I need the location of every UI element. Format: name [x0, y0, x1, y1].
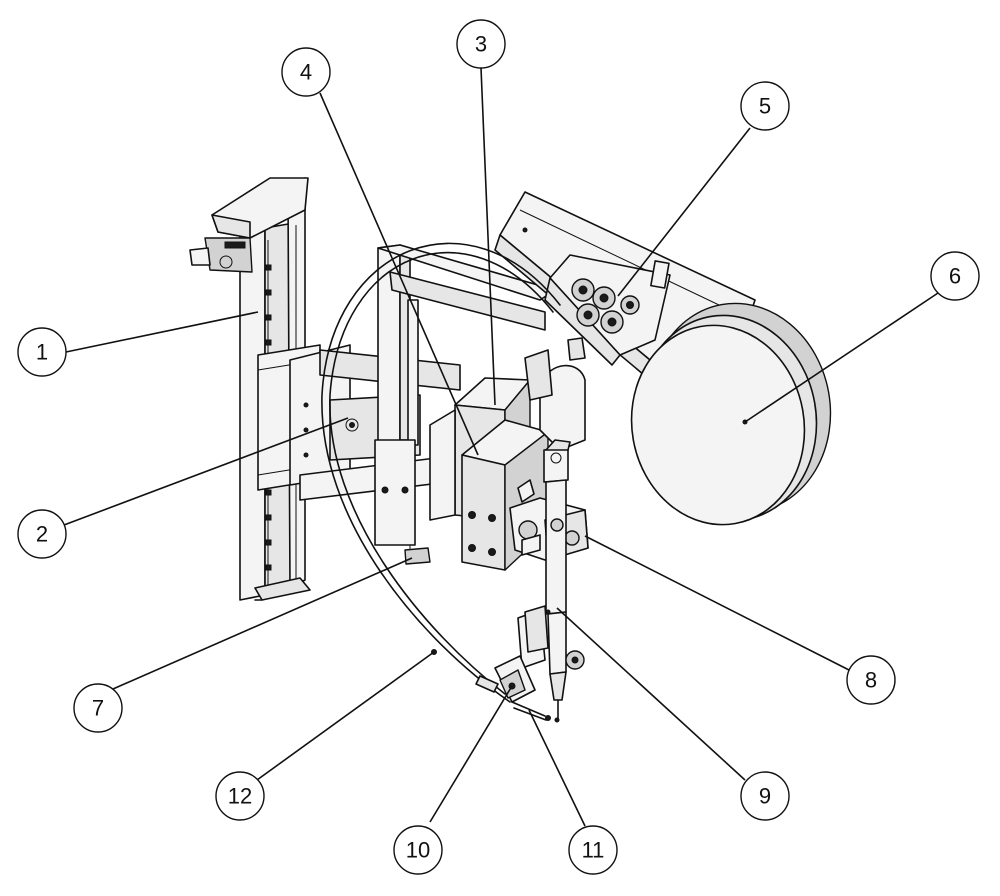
- wire-feeder-rollers: [544, 254, 671, 366]
- wire-conduit: [321, 242, 561, 703]
- leader-6: [744, 292, 939, 423]
- leader-3: [480, 67, 496, 406]
- callout-8: 8: [846, 655, 896, 705]
- leader-12: [256, 651, 435, 781]
- leader-10: [429, 685, 513, 823]
- leader-2: [63, 417, 349, 526]
- callout-7: 7: [73, 683, 123, 733]
- leader-lines: [63, 67, 939, 827]
- callout-3: 3: [456, 19, 506, 69]
- wire-spool: [630, 302, 832, 526]
- leader-7: [112, 557, 413, 690]
- gantry-frame: [374, 244, 556, 565]
- callout-1: 1: [17, 327, 67, 377]
- torch-support-plate: [524, 349, 586, 451]
- leader-11: [528, 709, 586, 827]
- callout-5: 5: [740, 81, 790, 131]
- callout-11: 11: [568, 825, 618, 875]
- leader-8: [584, 535, 850, 671]
- callout-2: 2: [17, 509, 67, 559]
- callout-number: 3: [475, 32, 487, 57]
- leader-5: [617, 127, 751, 297]
- leader-1: [65, 311, 259, 353]
- callout-number: 6: [949, 264, 961, 289]
- leader-4: [319, 92, 479, 456]
- callout-9: 9: [740, 771, 790, 821]
- callout-number: 4: [300, 60, 312, 85]
- callout-number: 7: [92, 696, 104, 721]
- callout-4: 4: [281, 47, 331, 97]
- callout-10: 10: [393, 825, 443, 875]
- callout-number: 1: [36, 340, 48, 365]
- leader-9: [556, 607, 746, 781]
- callout-6: 6: [930, 251, 980, 301]
- callout-number: 2: [36, 522, 48, 547]
- callout-number: 8: [865, 668, 877, 693]
- wire-guide-bracket: [494, 605, 551, 721]
- torch-column: [543, 439, 585, 723]
- callout-number: 9: [759, 784, 771, 809]
- callout-12: 12: [215, 771, 265, 821]
- callout-number: 10: [406, 838, 430, 863]
- callout-number: 12: [228, 784, 252, 809]
- callout-number: 11: [582, 838, 605, 863]
- callout-number: 5: [759, 94, 771, 119]
